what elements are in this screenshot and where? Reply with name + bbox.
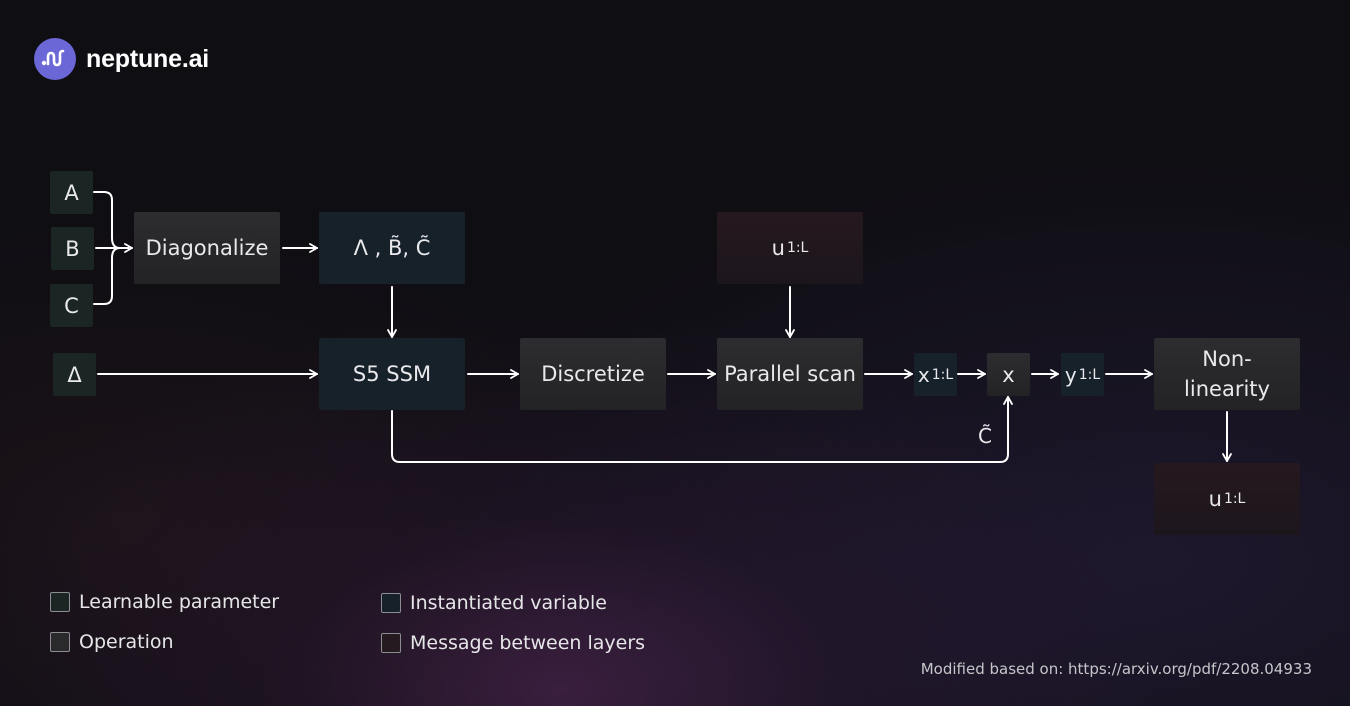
param-c: C <box>50 284 93 327</box>
legend-swatch-param <box>50 592 70 612</box>
legend-label: Instantiated variable <box>410 592 607 614</box>
legend-label: Operation <box>79 631 174 653</box>
legend-learnable-parameter: Learnable parameter <box>50 591 279 613</box>
op-diagonalize-label: Diagonalize <box>145 236 269 260</box>
msg-u-input-base: u <box>771 236 785 260</box>
param-a: A <box>50 171 93 214</box>
op-discretize: Discretize <box>520 338 666 410</box>
var-s5-ssm: S5 SSM <box>319 338 465 410</box>
op-nonlinearity-label: Non- linearity <box>1184 347 1270 401</box>
brace-c <box>93 247 121 305</box>
var-y-seq-sub: 1:L <box>1078 366 1101 383</box>
c-tilde-label: C̃ <box>978 424 992 448</box>
legend-swatch-inst <box>381 593 401 613</box>
var-y-seq-base: y <box>1064 362 1077 387</box>
legend-message-between-layers: Message between layers <box>381 632 645 654</box>
msg-u-output-base: u <box>1208 487 1222 511</box>
legend-swatch-op <box>50 632 70 652</box>
param-c-label: C <box>64 293 79 318</box>
op-nonlinearity: Non- linearity <box>1154 338 1300 410</box>
var-s5-ssm-label: S5 SSM <box>352 362 432 386</box>
param-delta-label: Δ <box>67 362 82 387</box>
arrow-s5-mult-ctilde <box>391 396 1013 463</box>
param-b-label: B <box>65 236 80 261</box>
legend-label: Message between layers <box>410 632 646 654</box>
param-a-label: A <box>64 180 79 205</box>
var-lambda-b-c-label: Λ , B̃, C̃ <box>353 236 431 260</box>
brand-name: neptune.ai <box>86 44 210 73</box>
op-multiply-label: x <box>1002 362 1015 387</box>
brace-a <box>93 191 121 249</box>
param-b: B <box>51 227 94 270</box>
op-parallel-scan: Parallel scan <box>717 338 863 410</box>
neptune-logo-icon <box>34 38 76 80</box>
op-multiply: x <box>987 353 1030 396</box>
legend-label: Learnable parameter <box>79 591 280 613</box>
source-citation: Modified based on: https://arxiv.org/pdf… <box>920 660 1312 678</box>
param-delta: Δ <box>53 353 96 396</box>
op-discretize-label: Discretize <box>541 362 645 386</box>
legend-instantiated-variable: Instantiated variable <box>381 592 607 614</box>
msg-u-output-sub: 1:L <box>1223 491 1246 507</box>
op-diagonalize: Diagonalize <box>134 212 280 284</box>
brand-logo: neptune.ai <box>34 38 209 80</box>
msg-u-input-sub: 1:L <box>786 240 809 256</box>
var-x-seq-sub: 1:L <box>931 366 954 383</box>
var-lambda-b-c: Λ , B̃, C̃ <box>319 212 465 284</box>
op-parallel-scan-label: Parallel scan <box>724 362 856 386</box>
legend-operation: Operation <box>50 631 174 653</box>
legend-swatch-msg <box>381 633 401 653</box>
var-x-seq-base: x <box>917 362 930 387</box>
